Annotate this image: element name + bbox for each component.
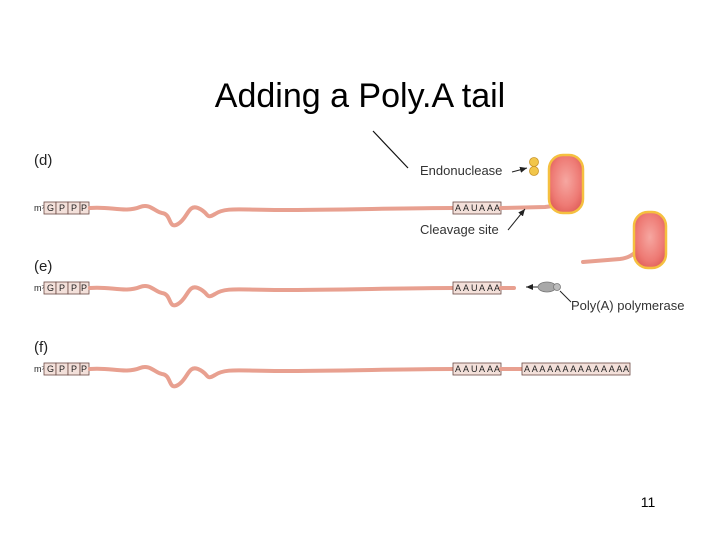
endonuclease-shape xyxy=(529,157,539,176)
cap-box-label: G xyxy=(47,203,54,213)
cleavage-site-label: Cleavage site xyxy=(420,222,499,237)
signal-box-label: A xyxy=(494,203,500,213)
polya-box xyxy=(521,362,631,376)
polya-tail-boxes: A A A A A A A A A A A A A A xyxy=(521,362,631,376)
cap-prefix: m⁷ xyxy=(34,364,45,374)
row-d: m⁷ G P P P A A U A A A xyxy=(34,153,585,237)
row-e: m⁷ G P P P A A U A A A xyxy=(34,210,684,313)
slide-title: Adding a Poly.A tail xyxy=(214,77,506,115)
signal-boxes-f: A A U A A A xyxy=(452,362,502,376)
polya-box-label: A xyxy=(601,364,607,374)
polya-box-label: A xyxy=(547,364,553,374)
polya-box-label: A xyxy=(570,364,576,374)
cleaved-fragment xyxy=(581,248,640,264)
cap-box-label: P xyxy=(71,364,77,374)
cap-boxes-f: m⁷ G P P P xyxy=(34,362,90,376)
signal-box-label: A xyxy=(487,364,493,374)
polya-box-label: A xyxy=(532,364,538,374)
cap-prefix: m⁷ xyxy=(34,283,45,293)
signal-box-label: A xyxy=(487,283,493,293)
polya-box-label: A xyxy=(555,364,561,374)
cap-box-label: P xyxy=(59,203,65,213)
cap-box-label: P xyxy=(81,203,87,213)
signal-boxes-d: A A U A A A xyxy=(452,201,502,215)
page-number: 11 xyxy=(640,494,656,510)
cap-box-label: P xyxy=(59,364,65,374)
polymerase-label-line xyxy=(559,290,572,303)
signal-box-label: A xyxy=(463,364,469,374)
signal-box-label: A xyxy=(487,203,493,213)
polya-box-label: A xyxy=(563,364,569,374)
mrna-strand-d xyxy=(88,204,455,228)
polya-polymerase-shape xyxy=(537,281,561,293)
cap-box-label: P xyxy=(71,283,77,293)
released-protein-complex xyxy=(632,210,668,270)
signal-box-label: U xyxy=(471,283,478,293)
cap-box-label: P xyxy=(59,283,65,293)
signal-box-label: U xyxy=(471,364,478,374)
polya-box-label: A xyxy=(578,364,584,374)
cap-box-label: P xyxy=(71,203,77,213)
signal-boxes-e: A A U A A A xyxy=(452,281,502,295)
cap-boxes-d: m⁷ G P P P xyxy=(34,201,90,215)
cap-prefix: m⁷ xyxy=(34,203,45,213)
row-f: m⁷ G P P P A A U A A A xyxy=(34,362,631,389)
signal-box-label: A xyxy=(455,364,461,374)
polya-box-label: A xyxy=(623,364,629,374)
polya-box-label: A xyxy=(593,364,599,374)
step-label-d: (d) xyxy=(34,152,52,169)
endonuclease-label: Endonuclease xyxy=(420,163,502,178)
polya-box-label: A xyxy=(609,364,615,374)
pointer-line xyxy=(372,130,409,169)
step-label-e: (e) xyxy=(34,258,52,275)
cleavage-site-arrow xyxy=(507,208,526,231)
polyadenylation-protein-d xyxy=(547,153,585,215)
cap-box-label: P xyxy=(81,283,87,293)
polya-box-label: A xyxy=(586,364,592,374)
signal-box-label: A xyxy=(479,364,485,374)
signal-box-label: A xyxy=(479,203,485,213)
cap-boxes-e: m⁷ G P P P xyxy=(34,281,90,295)
step-label-f: (f) xyxy=(34,339,48,356)
polya-box-label: A xyxy=(524,364,530,374)
polya-box-label: A xyxy=(616,364,622,374)
signal-box-label: A xyxy=(494,364,500,374)
signal-box-label: A xyxy=(455,203,461,213)
cap-box-label: G xyxy=(47,283,54,293)
signal-box-label: A xyxy=(463,283,469,293)
signal-box-label: A xyxy=(479,283,485,293)
cap-box-label: G xyxy=(47,364,54,374)
endonuclease-arrow xyxy=(511,166,528,173)
signal-box-label: A xyxy=(455,283,461,293)
signal-box-label: A xyxy=(463,203,469,213)
signal-box-label: A xyxy=(494,283,500,293)
signal-box-label: U xyxy=(471,203,478,213)
mrna-strand-e xyxy=(88,284,455,308)
mrna-strand-f xyxy=(88,365,455,389)
polya-box-label: A xyxy=(539,364,545,374)
cap-box-label: P xyxy=(81,364,87,374)
polya-polymerase-label: Poly(A) polymerase xyxy=(571,298,684,313)
